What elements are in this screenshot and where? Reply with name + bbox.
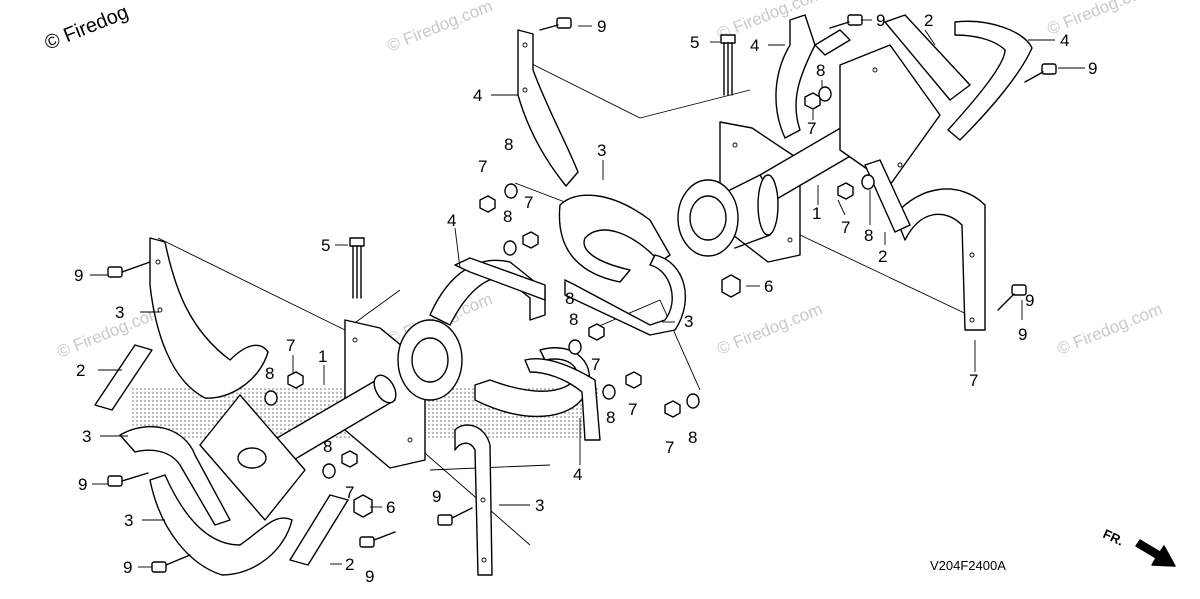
callout-3: 3 bbox=[684, 312, 693, 331]
callout-9: 9 bbox=[74, 266, 83, 285]
front-direction-arrow bbox=[1135, 539, 1176, 567]
tine-4-rear-left bbox=[517, 29, 579, 187]
watermark-1: © Firedog.com bbox=[384, 0, 495, 56]
callout-7: 7 bbox=[628, 400, 637, 419]
callout-8: 8 bbox=[688, 428, 697, 447]
bolt-5-front bbox=[349, 237, 365, 299]
callout-7: 7 bbox=[345, 483, 354, 502]
callout-8: 8 bbox=[265, 364, 274, 383]
diagram-code: V204F2400A bbox=[930, 558, 1006, 573]
callout-8: 8 bbox=[864, 226, 873, 245]
callout-7: 7 bbox=[807, 119, 816, 138]
callout-7: 7 bbox=[524, 193, 533, 212]
fasteners bbox=[107, 14, 1176, 573]
nut-6 bbox=[353, 274, 741, 518]
callout-9: 9 bbox=[876, 11, 885, 30]
bolt-9-right bbox=[1024, 63, 1057, 83]
bolt-9-bottom bbox=[359, 531, 396, 548]
callout-9: 9 bbox=[78, 475, 87, 494]
tine-3-front-vertical bbox=[454, 424, 493, 576]
callout-6: 6 bbox=[764, 277, 773, 296]
direction-label: FR. bbox=[1101, 526, 1126, 548]
plate-2-front-left bbox=[94, 344, 153, 411]
bolt-9-left bbox=[107, 261, 151, 278]
washer-8 bbox=[264, 86, 875, 479]
plate-2-rear-top bbox=[884, 14, 971, 101]
tine-4-front-right bbox=[524, 358, 601, 441]
callout-9: 9 bbox=[597, 17, 606, 36]
watermark-7: © Firedog.com bbox=[1054, 299, 1165, 358]
callout-9: 9 bbox=[1025, 291, 1034, 310]
callout-2: 2 bbox=[924, 11, 933, 30]
rear-side-plate bbox=[839, 44, 941, 186]
bolt-9-top-right bbox=[829, 14, 863, 29]
callout-7: 7 bbox=[478, 157, 487, 176]
callout-1: 1 bbox=[318, 347, 327, 366]
callout-2: 2 bbox=[878, 247, 887, 266]
callout-7: 7 bbox=[286, 336, 295, 355]
callout-9: 9 bbox=[1018, 325, 1027, 344]
bolt-9-top bbox=[539, 17, 572, 31]
tine-3-front-left bbox=[149, 237, 269, 399]
callout-8: 8 bbox=[565, 289, 574, 308]
tine-4-front-lower bbox=[474, 347, 591, 418]
callout-2: 2 bbox=[76, 361, 85, 380]
tine-4-rear-center bbox=[775, 14, 816, 139]
callout-7: 7 bbox=[841, 218, 850, 237]
bolt-9-center bbox=[437, 507, 473, 526]
callout-1: 1 bbox=[812, 204, 821, 223]
leader-lines bbox=[90, 19, 1085, 568]
plate-2-rear-lower bbox=[864, 159, 911, 233]
nut-7 bbox=[287, 92, 854, 468]
front-assembly bbox=[94, 237, 601, 576]
bolt-9-bottom-left bbox=[151, 554, 191, 573]
callout-9: 9 bbox=[432, 487, 441, 506]
callout-8: 8 bbox=[503, 207, 512, 226]
callout-5: 5 bbox=[321, 236, 330, 255]
bolt-5-rear bbox=[720, 34, 736, 96]
tine-3-rear-middle bbox=[558, 194, 671, 283]
callout-9: 9 bbox=[123, 558, 132, 577]
callout-7: 7 bbox=[665, 438, 674, 457]
callout-3: 3 bbox=[535, 496, 544, 515]
tine-4-rear-top bbox=[947, 20, 1033, 141]
callout-8: 8 bbox=[323, 437, 332, 456]
callout-5: 5 bbox=[690, 33, 699, 52]
watermark-6: © Firedog.com bbox=[714, 299, 825, 358]
callout-4: 4 bbox=[750, 36, 759, 55]
callout-9: 9 bbox=[1088, 59, 1097, 78]
callout-2: 2 bbox=[345, 555, 354, 574]
callout-3: 3 bbox=[597, 141, 606, 160]
plate-2-front-bottom bbox=[289, 494, 349, 566]
callout-4: 4 bbox=[1060, 31, 1069, 50]
callout-3: 3 bbox=[124, 511, 133, 530]
tine-3-front-upper bbox=[119, 426, 231, 526]
callout-8: 8 bbox=[569, 310, 578, 329]
callout-3: 3 bbox=[82, 427, 91, 446]
bolt-9-front-left bbox=[107, 472, 149, 487]
callout-8: 8 bbox=[606, 408, 615, 427]
callout-8: 8 bbox=[816, 61, 825, 80]
tine-3-rear-bottom bbox=[564, 254, 687, 336]
copyright-text: © Firedog bbox=[42, 1, 132, 54]
tine-3-rear-lower bbox=[894, 188, 986, 331]
callout-4: 4 bbox=[473, 86, 482, 105]
callout-7: 7 bbox=[591, 355, 600, 374]
callout-4: 4 bbox=[447, 211, 456, 230]
callout-6: 6 bbox=[386, 498, 395, 517]
callouts: 5 4 9 9 2 4 8 9 4 7 3 8 7 8 7 1 7 8 2 5 … bbox=[74, 11, 1097, 586]
callout-8: 8 bbox=[504, 135, 513, 154]
callout-4: 4 bbox=[573, 465, 582, 484]
callout-7: 7 bbox=[969, 371, 978, 390]
rear-assembly bbox=[514, 14, 1033, 391]
callout-9: 9 bbox=[365, 567, 374, 586]
bolt-9-far-right bbox=[997, 284, 1027, 311]
callout-3: 3 bbox=[115, 303, 124, 322]
